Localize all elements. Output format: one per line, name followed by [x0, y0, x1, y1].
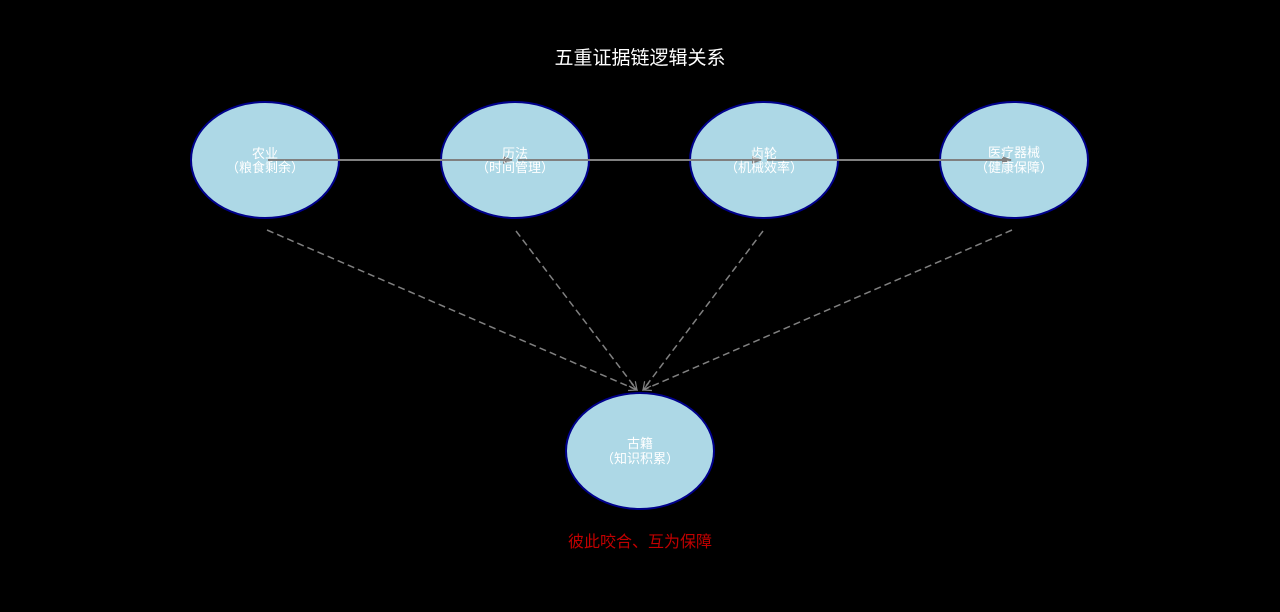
node-medical-label: 医疗器械: [988, 146, 1040, 161]
node-classics-label: 古籍: [627, 436, 653, 452]
node-classics: [565, 392, 715, 510]
node-calendar-sublabel: （时间管理）: [476, 161, 554, 176]
node-calendar-label: 历法: [502, 147, 528, 162]
node-medical-sublabel: （健康保障）: [975, 160, 1053, 176]
node-gears-label: 齿轮: [751, 147, 777, 162]
node-classics-sublabel: （知识积累）: [601, 451, 679, 467]
edge-gears-classics: [643, 230, 764, 390]
node-gears-sublabel: （机械效率）: [725, 160, 803, 176]
node-agriculture-label: 农业: [252, 147, 278, 162]
diagram-caption: 彼此咬合、互为保障: [568, 532, 712, 551]
diagram-title: 五重证据链逻辑关系: [554, 47, 725, 69]
edge-agriculture-classics: [266, 229, 637, 390]
node-agriculture-sublabel: （粮食剩余）: [226, 160, 304, 176]
edge-calendar-classics: [515, 230, 637, 390]
edge-medical-classics: [643, 229, 1013, 390]
